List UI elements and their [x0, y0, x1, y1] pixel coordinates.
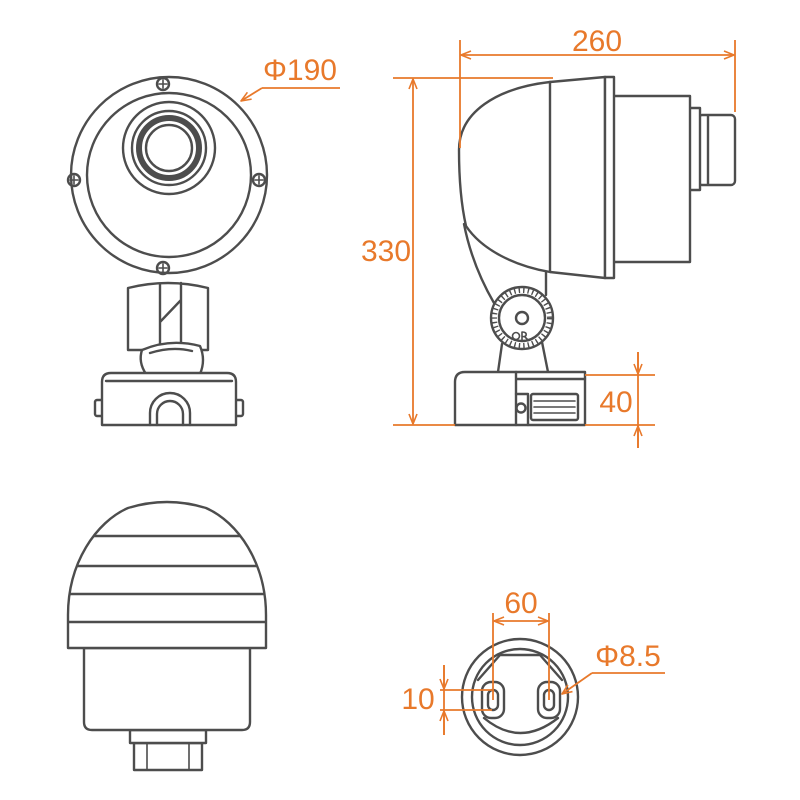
head-front-face — [85, 91, 253, 259]
yoke-arm-side — [462, 222, 548, 305]
rear-housing — [610, 94, 692, 264]
lens-cup-rim — [136, 115, 202, 181]
dimension-hole-diameter: Φ8.5 — [561, 640, 665, 695]
lens-glass — [144, 123, 194, 173]
ball-joint-front — [139, 341, 205, 376]
lens — [121, 100, 217, 196]
neck-side — [496, 340, 550, 374]
rear-dome — [66, 500, 268, 650]
knob-screw-icon — [514, 310, 530, 326]
connector-tip — [128, 728, 208, 772]
head-shell-side — [457, 75, 607, 280]
dimension-head-diameter: Φ190 — [240, 54, 340, 102]
dimension-label-hole-spacing: 60 — [504, 587, 537, 620]
screw-top-icon — [155, 76, 171, 92]
dimension-overall-length: 260 — [459, 25, 736, 148]
dimension-base-height: 40 — [585, 352, 655, 448]
base-screw-icon — [515, 402, 527, 414]
knob-grip-ticks — [492, 288, 552, 348]
rear-view — [66, 500, 268, 772]
cable-entry-arch — [148, 391, 192, 427]
knob-marking — [511, 331, 529, 341]
base-inner-rim — [470, 647, 570, 747]
side-view — [453, 75, 737, 427]
base-bottom-view — [460, 637, 580, 757]
rear-body — [82, 646, 252, 732]
dimension-overall-height: 330 — [361, 77, 553, 426]
base-side — [453, 370, 587, 427]
dome-bands — [68, 534, 266, 624]
mount-plate-top — [476, 653, 564, 682]
front-view — [66, 75, 269, 427]
dimension-label-slot-width: 10 — [401, 683, 434, 716]
mount-plate-bottom — [482, 716, 560, 735]
screw-left-icon — [66, 172, 82, 188]
screw-bottom-icon — [155, 260, 171, 276]
cable-gland — [696, 113, 737, 187]
dimension-label-overall-length: 260 — [572, 25, 622, 58]
dimension-hole-spacing: 60 — [492, 587, 550, 700]
yoke-bracket-front — [126, 281, 210, 352]
dimension-label-head-diameter: Φ190 — [263, 54, 337, 87]
dimension-label-hole-diameter: Φ8.5 — [595, 640, 661, 673]
lens-cup — [130, 109, 208, 187]
dimension-label-overall-height: 330 — [361, 235, 411, 268]
base-front — [93, 371, 245, 427]
tilt-knob — [489, 285, 555, 351]
lens-outer-ring — [121, 100, 217, 196]
front-bezel — [603, 75, 616, 280]
dimension-label-base-height: 40 — [599, 386, 632, 419]
screw-right-icon — [251, 172, 267, 188]
base-body — [100, 371, 238, 427]
dimension-slot-width: 10 — [401, 665, 492, 735]
cable-clamp — [529, 392, 580, 422]
